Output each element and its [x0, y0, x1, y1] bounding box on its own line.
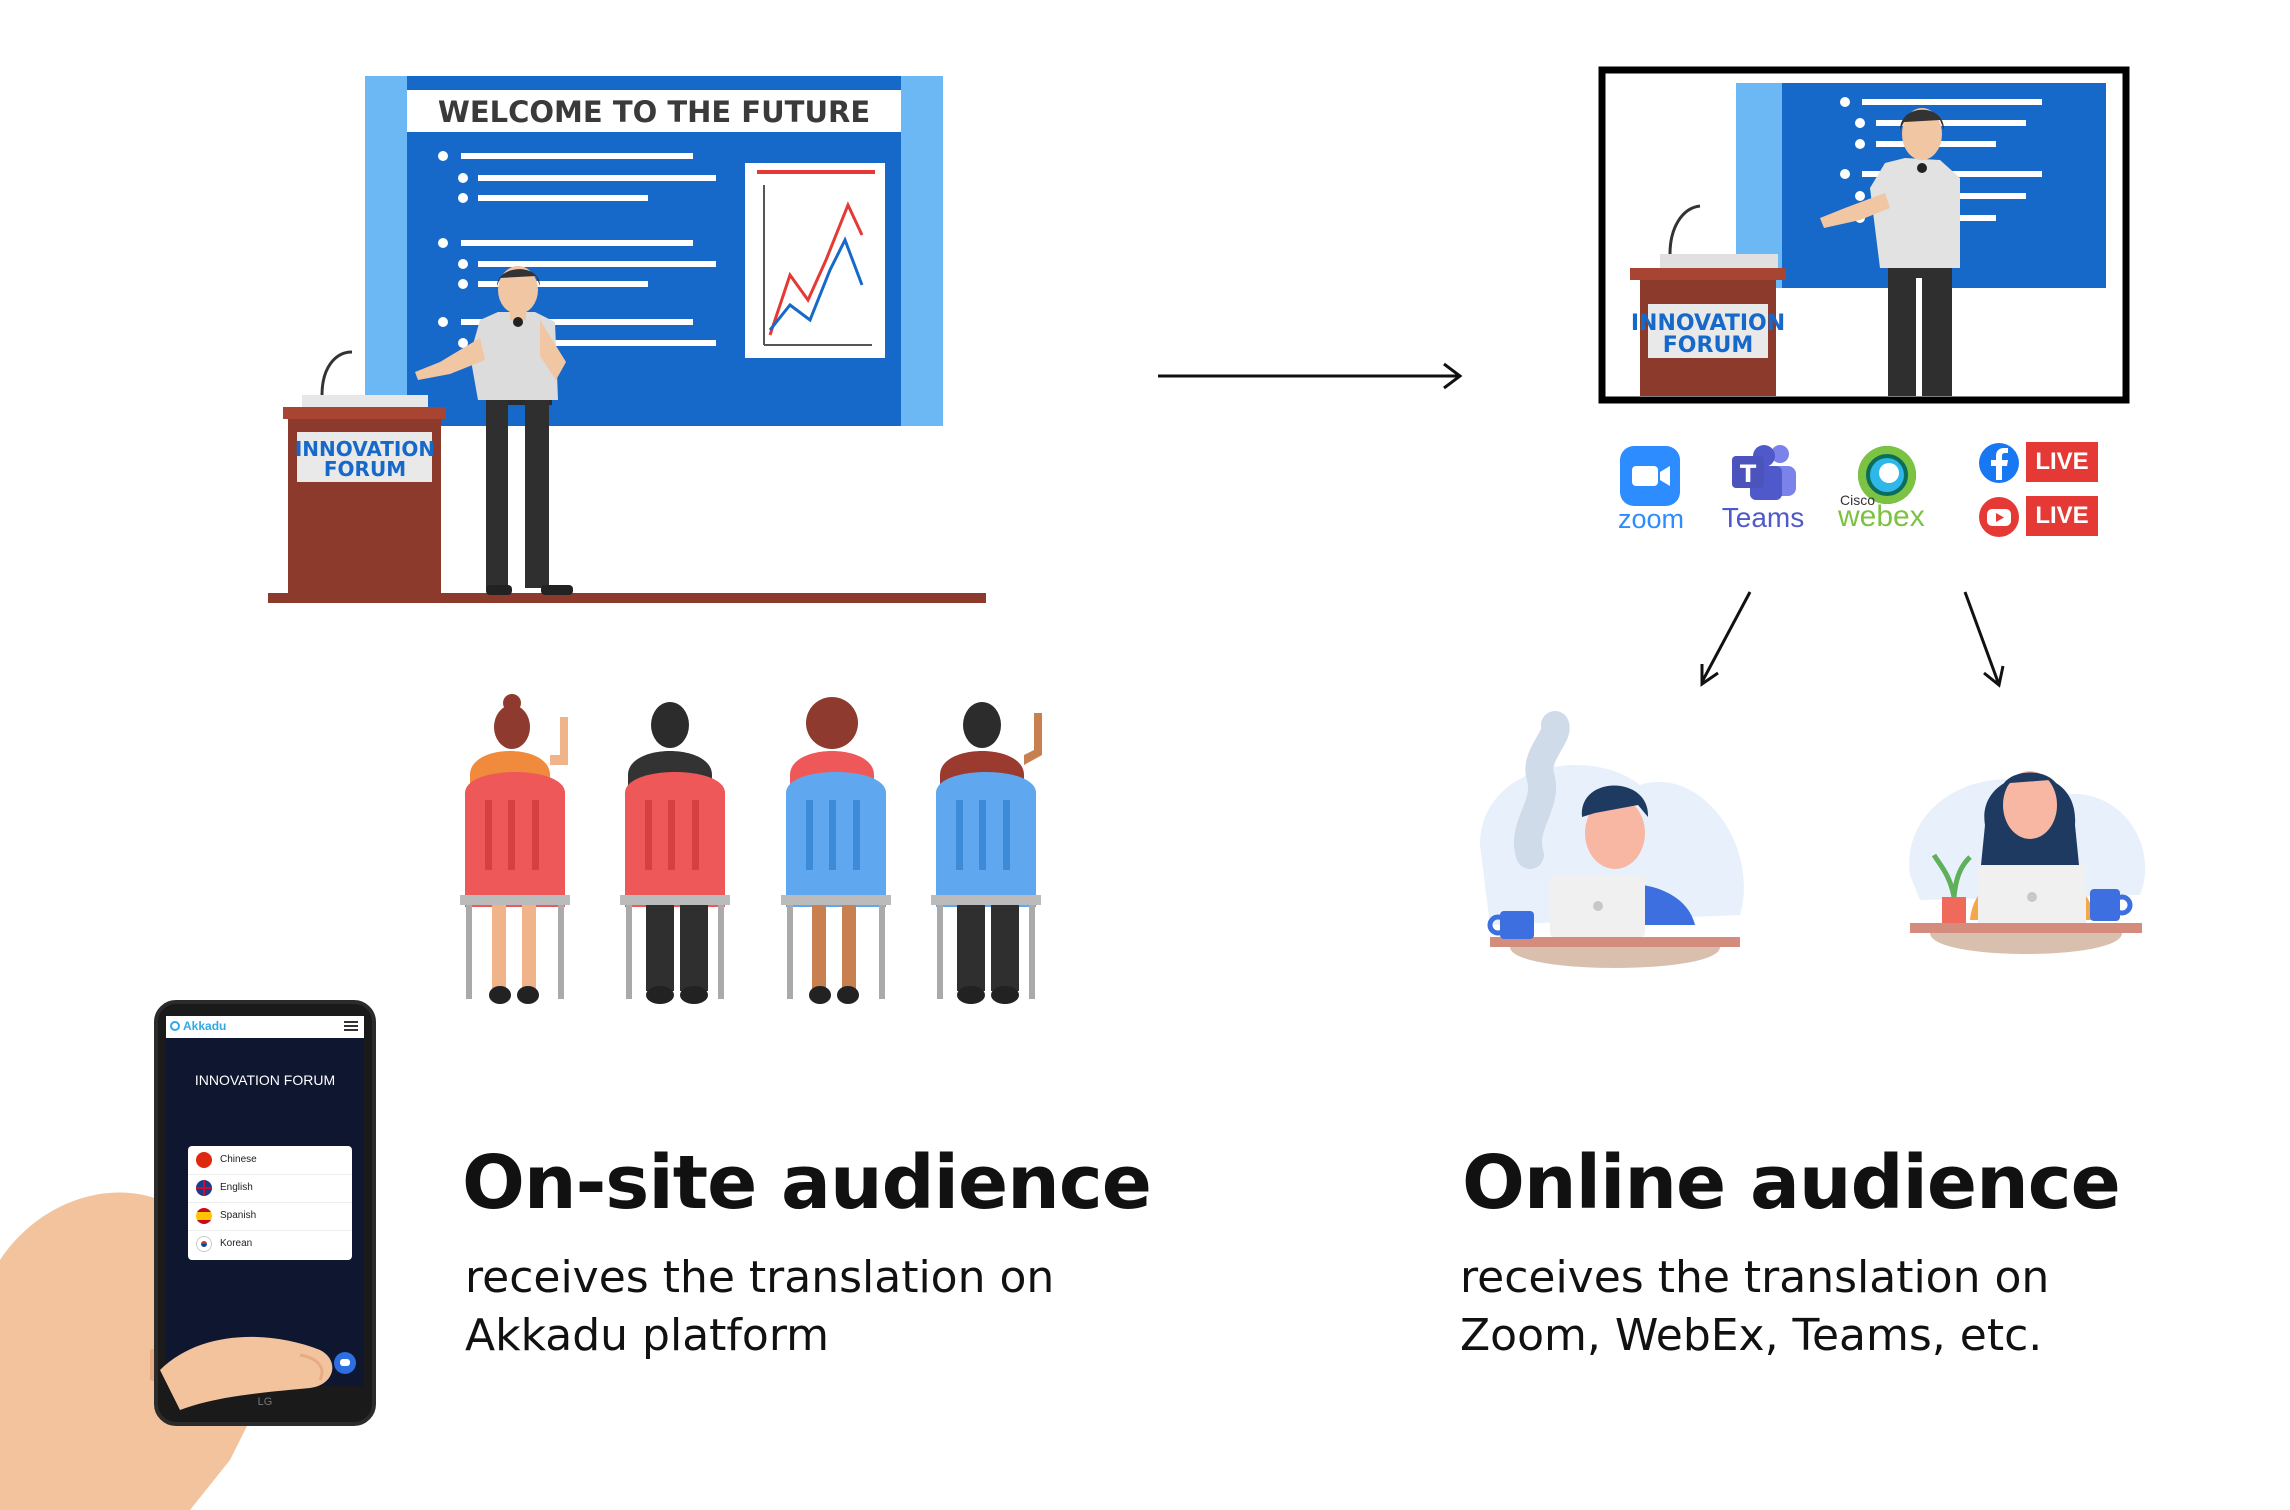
uk-flag-icon — [196, 1180, 212, 1196]
audience-member — [931, 702, 1042, 1004]
china-flag-icon — [196, 1152, 212, 1168]
svg-text:T: T — [1740, 460, 1757, 488]
chart-card — [745, 163, 885, 358]
onsite-line1: receives the translation on — [465, 1252, 1055, 1303]
podium: INNOVATION FORUM — [283, 350, 446, 593]
stage-illustration: WELCOME TO THE FUTURE INNOVATION FORUM — [268, 76, 986, 603]
platform-logos: zoom T Teams Cisco webex LIVE LIVE — [1600, 436, 2140, 537]
app-name: Akkadu — [183, 1019, 227, 1033]
arrow-down-left — [1700, 591, 1752, 683]
youtube-icon — [1979, 497, 2019, 537]
svg-text:INNOVATION: INNOVATION — [295, 437, 435, 461]
audience-member — [620, 702, 730, 1004]
seated-audience — [460, 694, 1042, 1004]
chat-button[interactable] — [334, 1352, 356, 1374]
audience-member — [781, 697, 891, 1004]
svg-text:FORUM: FORUM — [1663, 333, 1753, 358]
facebook-live-badge: LIVE — [2026, 442, 2098, 482]
language-option-chinese[interactable]: Chinese — [188, 1146, 352, 1175]
audience-member — [460, 694, 570, 1004]
phone-brand: LG — [257, 1396, 273, 1408]
online-line1: receives the translation on — [1460, 1252, 2050, 1303]
phone-screen: Akkadu INNOVATION FORUM Chinese English … — [166, 1016, 364, 1386]
screen-title: WELCOME TO THE FUTURE — [438, 95, 870, 129]
onsite-line2: Akkadu platform — [465, 1310, 830, 1361]
online-line2: Zoom, WebEx, Teams, etc. — [1460, 1310, 2043, 1361]
language-option-korean[interactable]: Korean — [188, 1230, 352, 1258]
akkadu-logo-icon — [170, 1021, 180, 1031]
app-header: Akkadu — [166, 1016, 364, 1038]
thumb — [160, 1336, 333, 1410]
teams-label: Teams — [1721, 502, 1805, 533]
zoom-label: zoom — [1617, 504, 1685, 534]
event-title: INNOVATION FORUM — [194, 1072, 336, 1088]
speaker — [415, 266, 573, 595]
svg-text:FORUM: FORUM — [324, 457, 406, 481]
onsite-title: On-site audience — [462, 1140, 1152, 1226]
svg-text:INNOVATION: INNOVATION — [1631, 311, 1785, 336]
teams-icon: T — [1732, 445, 1796, 500]
phone: Akkadu INNOVATION FORUM Chinese English … — [154, 1000, 376, 1426]
webex-cisco-label: Cisco — [1840, 492, 1876, 508]
zoom-icon — [1620, 446, 1680, 506]
arrow-down-right — [1963, 591, 2000, 683]
webex-label: webex — [1838, 500, 1925, 533]
remote-viewer-man — [1480, 711, 1744, 968]
online-title: Online audience — [1462, 1140, 2121, 1226]
korea-flag-icon — [196, 1236, 212, 1252]
facebook-icon — [1979, 443, 2019, 483]
bullet-list — [438, 151, 716, 348]
youtube-live-badge: LIVE — [2026, 496, 2098, 536]
stream-monitor: INNOVATION FORUM — [1598, 66, 2130, 404]
language-option-english[interactable]: English — [188, 1174, 352, 1203]
hamburger-menu-icon[interactable] — [344, 1021, 358, 1031]
remote-viewer-woman — [1909, 771, 2146, 954]
spain-flag-icon — [196, 1208, 212, 1224]
webex-icon — [1858, 446, 1916, 504]
stage-floor — [268, 593, 986, 603]
language-option-spanish[interactable]: Spanish — [188, 1202, 352, 1231]
language-menu: Chinese English Spanish Korean — [188, 1146, 352, 1260]
